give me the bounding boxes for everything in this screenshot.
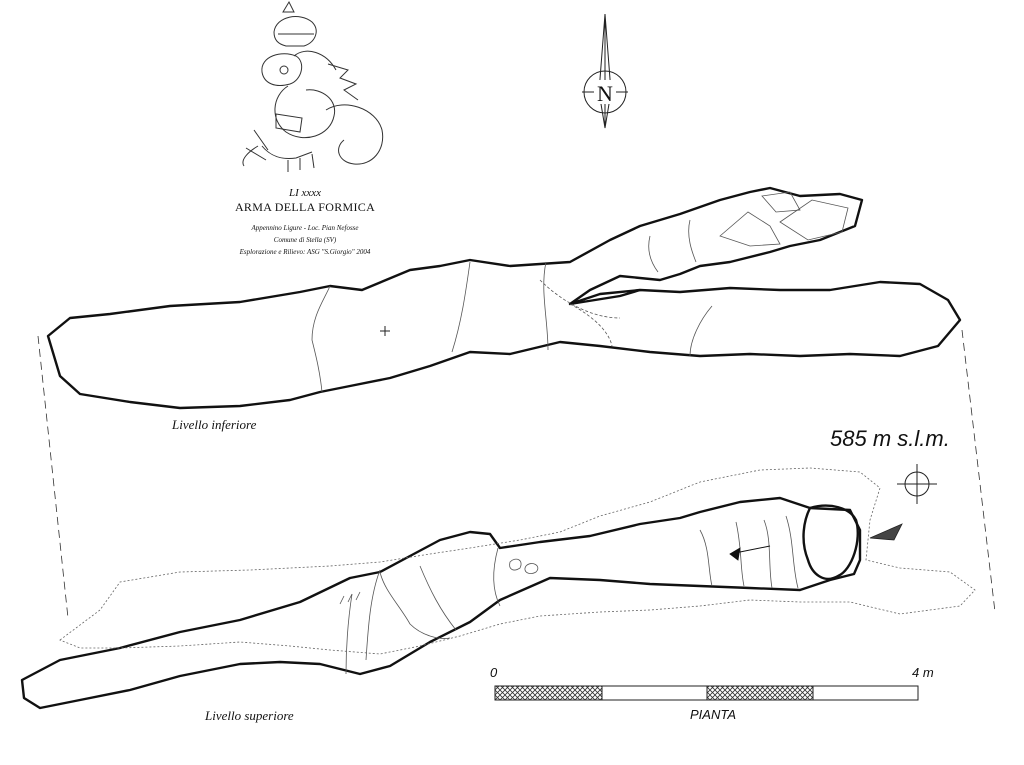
scale-end-label: 4 m bbox=[912, 665, 934, 680]
cave-code: LI xxxx bbox=[288, 187, 322, 199]
upper-level-details bbox=[339, 515, 799, 675]
upper-level-label: Livello superiore bbox=[205, 708, 294, 723]
scale-segment-1 bbox=[494, 685, 603, 701]
entrance-arrow-icon bbox=[869, 523, 903, 541]
scale-segment-3 bbox=[706, 685, 814, 701]
lower-level-label: Livello inferiore bbox=[172, 417, 257, 432]
upper-level-projection bbox=[59, 467, 976, 655]
north-arrow-icon bbox=[582, 13, 628, 129]
cave-name: ARMA DELLA FORMICA bbox=[234, 200, 376, 214]
north-label: N bbox=[597, 81, 613, 106]
scale-start-label: 0 bbox=[490, 665, 498, 680]
scale-view-label: PIANTA bbox=[690, 707, 736, 722]
location-text: Appennino Ligure - Loc. Pian Nefosse bbox=[251, 224, 359, 232]
level-connector-lines bbox=[37, 329, 996, 619]
lower-level-details bbox=[311, 191, 849, 393]
lower-level-passage bbox=[46, 186, 962, 410]
title-block: LI xxxx ARMA DELLA FORMICA Appennino Lig… bbox=[200, 187, 410, 258]
scale-segment-4 bbox=[812, 685, 919, 701]
altitude-label: 585 m s.l.m. bbox=[830, 426, 950, 451]
scale-segment-2 bbox=[601, 685, 708, 701]
scale-bar bbox=[494, 685, 919, 701]
survey-point-icon bbox=[897, 464, 937, 504]
upper-level-passage bbox=[20, 496, 862, 710]
dragon-logo-icon bbox=[242, 0, 384, 172]
survey-credit-text: Esplorazione e Rilievo: ASG "S.Giorgio" … bbox=[239, 248, 371, 256]
municipality-text: Comune di Stella (SV) bbox=[273, 236, 337, 244]
